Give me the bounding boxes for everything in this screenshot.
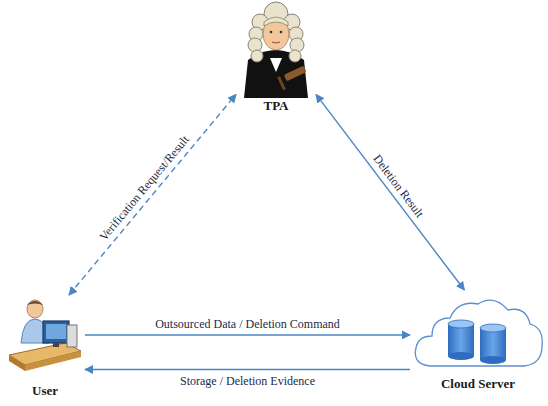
connector-arrow	[85, 369, 410, 370]
edge-label: Outsourced Data / Deletion Command	[153, 317, 342, 331]
node-label: TPA	[263, 98, 288, 114]
edge-label: Verification Request/Result	[95, 131, 193, 245]
judge-icon	[236, 0, 316, 100]
node-label: User	[32, 383, 58, 399]
connector-arrow	[69, 94, 236, 295]
user-node: User	[5, 295, 85, 403]
user-computer-icon	[5, 295, 85, 383]
connector-arrow	[316, 94, 464, 290]
connector-arrow	[85, 334, 410, 335]
edge-label: Storage / Deletion Evidence	[178, 374, 317, 388]
tpa-node: TPA	[236, 0, 316, 118]
cloud-database-icon	[410, 290, 546, 376]
edge-label: Deletion Result	[370, 150, 429, 221]
node-label: Cloud Server	[441, 376, 515, 392]
cloud-server-node: Cloud Server	[410, 290, 546, 402]
